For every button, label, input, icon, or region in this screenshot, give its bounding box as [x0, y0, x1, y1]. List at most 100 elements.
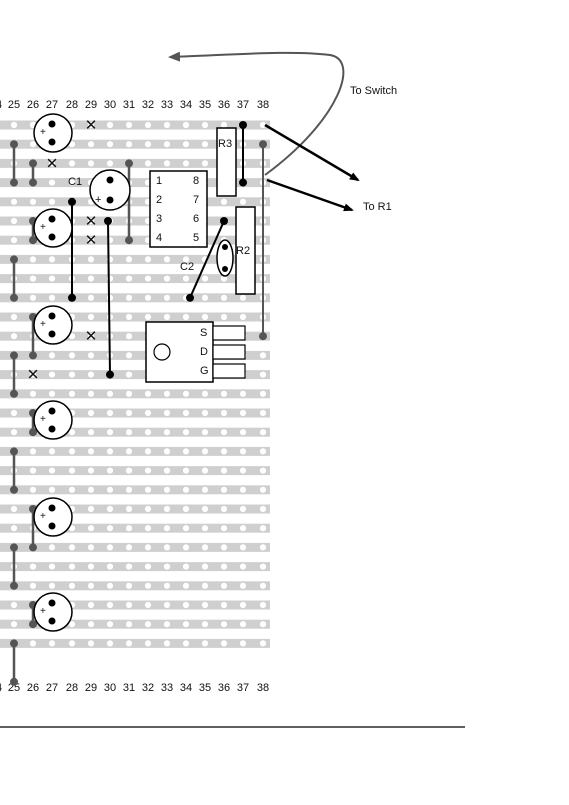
solder-point — [259, 332, 267, 341]
hole — [87, 582, 95, 589]
hole — [106, 601, 114, 609]
hole — [10, 601, 18, 609]
hole — [220, 525, 228, 532]
hole — [163, 467, 171, 474]
copper-strip — [0, 466, 270, 476]
hole — [220, 563, 228, 570]
copper-strip — [0, 120, 270, 130]
hole — [163, 505, 171, 513]
hole — [106, 505, 114, 513]
copper-strip — [0, 581, 270, 591]
hole — [87, 640, 95, 647]
hole — [106, 582, 114, 589]
column-number: 4 — [0, 682, 2, 694]
hole — [29, 141, 37, 148]
hole — [48, 563, 56, 570]
hole — [201, 390, 209, 397]
hole — [125, 621, 133, 628]
hole — [87, 448, 95, 455]
column-number: 38 — [257, 99, 269, 111]
arrow-to-r1 — [266, 178, 354, 212]
hole — [220, 448, 228, 455]
solder-point — [10, 389, 18, 398]
hole — [144, 121, 152, 129]
hole — [182, 563, 190, 570]
column-number: 34 — [180, 99, 192, 111]
hole — [259, 352, 267, 359]
hole — [106, 141, 114, 148]
hole — [68, 582, 76, 589]
capacitor: + — [33, 305, 73, 345]
hole — [125, 294, 133, 301]
capacitor: + — [33, 208, 73, 248]
column-number: 37 — [237, 99, 249, 111]
solder-point — [10, 140, 18, 149]
track-cut: ✕ — [85, 328, 98, 345]
c1-label: C1 — [68, 176, 82, 188]
column-number: 4 — [0, 99, 2, 111]
resistor-r3: R3 — [216, 127, 237, 197]
hole — [29, 275, 37, 282]
capacitor-lead — [48, 138, 56, 146]
solder-point — [29, 351, 37, 360]
solder-point — [29, 428, 37, 437]
column-number: 28 — [66, 682, 78, 694]
hole — [182, 141, 190, 148]
solder-point — [10, 543, 18, 552]
capacitor-plus: + — [40, 414, 46, 425]
hole — [144, 160, 152, 167]
track-cut: ✕ — [27, 367, 40, 384]
hole — [10, 429, 18, 436]
pin-g: G — [200, 365, 209, 377]
hole — [29, 390, 37, 397]
hole — [144, 486, 152, 493]
hole — [144, 313, 152, 321]
hole — [106, 640, 114, 647]
hole — [239, 486, 247, 493]
hole — [239, 582, 247, 589]
solder-point — [10, 255, 18, 264]
capacitor-body — [33, 208, 73, 248]
solder-point — [186, 293, 194, 302]
hole — [87, 313, 95, 321]
hole — [29, 294, 37, 301]
hole — [125, 525, 133, 532]
hole — [182, 160, 190, 167]
hole — [125, 352, 133, 359]
hole — [259, 390, 267, 397]
hole — [239, 621, 247, 628]
hole — [220, 294, 228, 301]
hole — [48, 467, 56, 474]
hole — [239, 640, 247, 647]
hole — [87, 486, 95, 493]
hole — [125, 601, 133, 609]
hole — [29, 371, 37, 378]
solder-point — [10, 677, 18, 686]
hole — [10, 217, 18, 225]
hole — [259, 525, 267, 532]
hole — [201, 121, 209, 129]
capacitor: + — [33, 400, 73, 440]
hole — [163, 390, 171, 397]
hole — [29, 582, 37, 589]
hole — [144, 275, 152, 282]
hole — [144, 390, 152, 397]
column-number: 30 — [104, 682, 116, 694]
hole — [220, 409, 228, 417]
hole — [182, 275, 190, 282]
hole — [220, 467, 228, 474]
hole — [201, 486, 209, 493]
column-number: 35 — [199, 682, 211, 694]
track-cut: ✕ — [85, 232, 98, 249]
capacitor-lead — [48, 407, 56, 415]
hole — [87, 294, 95, 301]
copper-strip — [0, 408, 270, 418]
hole — [144, 621, 152, 628]
hole — [144, 467, 152, 474]
hole — [106, 544, 114, 551]
hole — [163, 409, 171, 417]
capacitor-lead — [48, 617, 56, 625]
hole — [239, 294, 247, 301]
